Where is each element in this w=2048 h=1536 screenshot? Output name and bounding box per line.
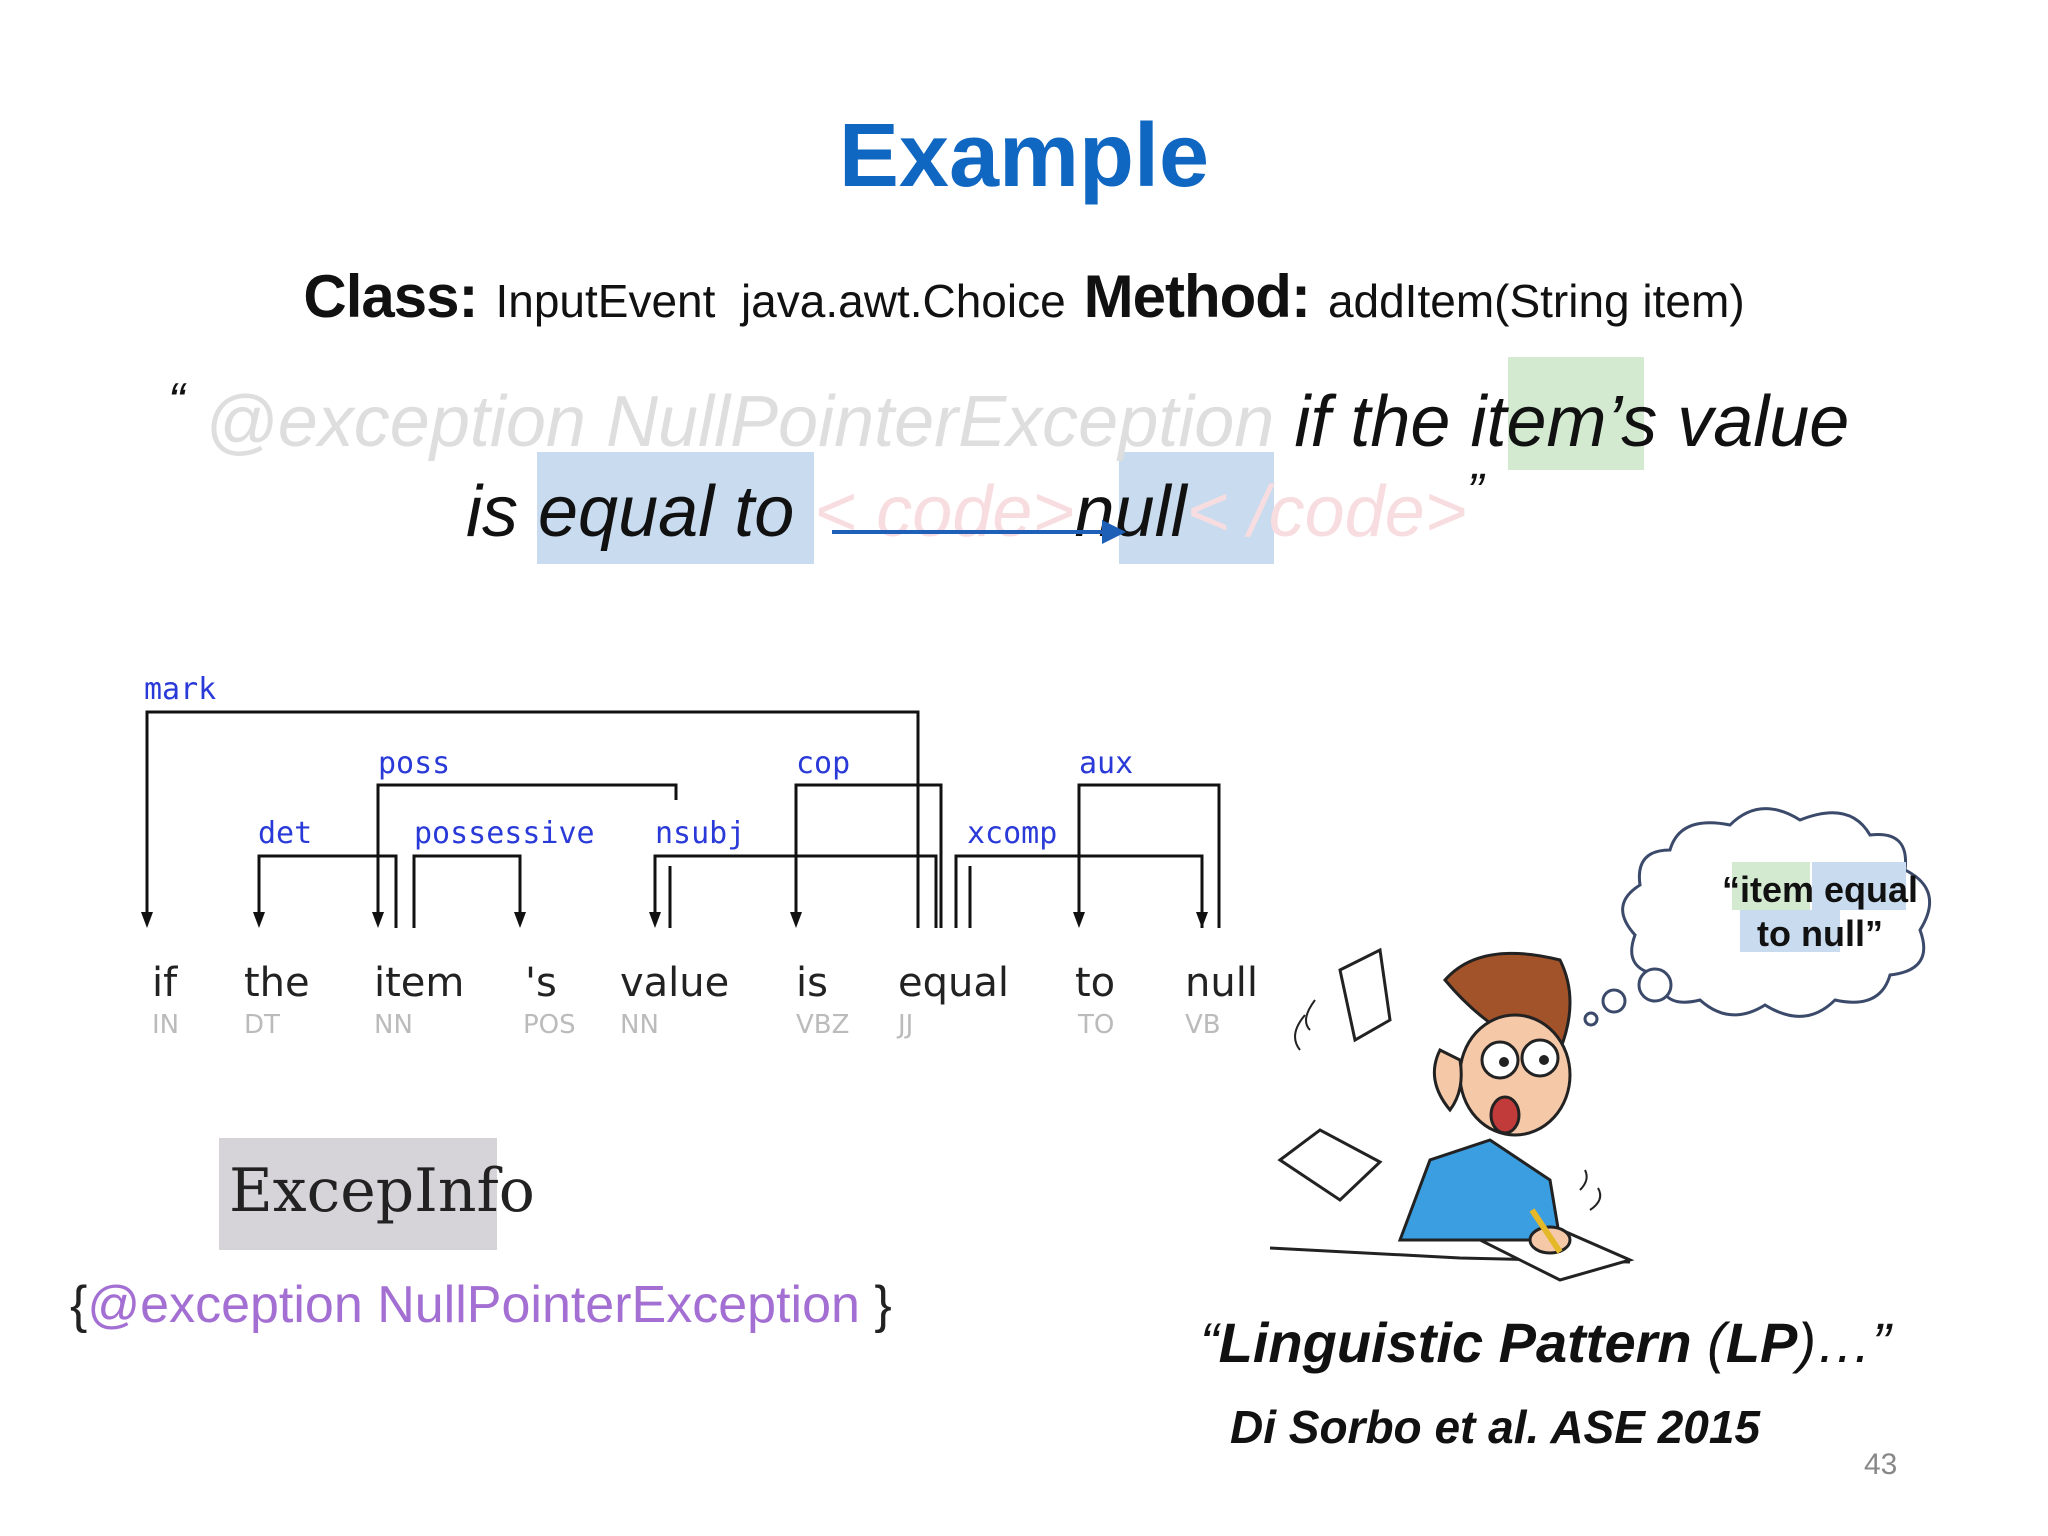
pattern-abbr-close: ) [1797, 1311, 1817, 1374]
text-item: item [1470, 382, 1607, 462]
parse-word: the [244, 960, 310, 1006]
text-is: is [466, 472, 518, 552]
parse-word: 's [525, 960, 557, 1006]
pos-tag: NN [374, 1010, 413, 1040]
method-label: Method: [1083, 263, 1311, 330]
thought-line-1: “item equal [1700, 868, 1940, 912]
brace-open: { [70, 1276, 88, 1334]
pos-tag: VBZ [796, 1010, 850, 1040]
relation-arrow [832, 520, 1126, 544]
parse-word: equal [898, 960, 1009, 1006]
close-quote: ” [1466, 463, 1484, 519]
pos-tag: DT [244, 1010, 280, 1040]
method-value: addItem(String item) [1327, 275, 1745, 327]
dependency-parse-diagram [141, 710, 1221, 928]
thought-line-2: to null” [1757, 913, 1883, 954]
class-method-line: Class: InputEvent java.awt.Choice Method: a… [0, 262, 2048, 331]
thought-bubble [1583, 807, 1932, 1027]
text-s-value: ’s value [1606, 382, 1850, 462]
highlight-equal-to [537, 452, 814, 564]
parse-word: value [620, 960, 730, 1006]
page-number: 43 [1864, 1448, 1898, 1481]
thinking-person-illustration [1269, 947, 1635, 1282]
pattern-open-quote: “ [1200, 1311, 1219, 1374]
pos-tag: JJ [898, 1010, 914, 1040]
pos-tag: IN [152, 1010, 180, 1040]
exceptinfo-label: ExcepInfo [229, 1156, 535, 1226]
parse-word: null [1185, 960, 1258, 1006]
text-if-the: if the [1294, 382, 1451, 462]
exception-tag-faded: @exception NullPointerException [204, 382, 1275, 462]
open-quote: “ [168, 373, 185, 429]
text-equal-to: equal to [538, 472, 795, 552]
relation-label: poss [378, 746, 451, 781]
class-label: Class: [303, 263, 478, 330]
relation-label: mark [144, 672, 217, 707]
parse-word: is [796, 960, 828, 1006]
relation-label: nsubj [655, 816, 746, 851]
relation-label: xcomp [967, 816, 1058, 851]
thought-bubble-text: “item equal to null” [1700, 868, 1940, 956]
parse-word: item [374, 960, 465, 1006]
relation-label: aux [1079, 746, 1134, 781]
highlight-item [1508, 357, 1644, 470]
pos-tag: NN [620, 1010, 659, 1040]
pos-tag: POS [523, 1010, 576, 1040]
citation: Di Sorbo et al. ASE 2015 [1230, 1401, 1761, 1453]
comment-line-1: “ @exception NullPointerException if the… [168, 372, 1849, 463]
brace-close: } [859, 1276, 892, 1334]
comment-line-2: is equal to < code>null< /code>” [466, 462, 1483, 553]
pattern-abbr-open: ( [1691, 1311, 1726, 1374]
thought-item: item [1739, 869, 1814, 910]
highlight-null [1119, 452, 1274, 564]
relation-label: possessive [414, 816, 595, 851]
text-null: null [1074, 472, 1187, 552]
pos-tag: VB [1185, 1010, 1221, 1040]
exception-tag: @exception NullPointerException [87, 1276, 860, 1334]
class-value: InputEvent java.awt.Choice [495, 275, 1066, 327]
pattern-abbr: LP [1725, 1311, 1798, 1374]
pos-tag: TO [1078, 1010, 1115, 1040]
pattern-ellipsis: …” [1816, 1311, 1891, 1374]
pattern-name: Linguistic Pattern [1218, 1311, 1692, 1374]
thought-open-quote: “ [1721, 869, 1740, 910]
code-open-faded: < code> [814, 472, 1075, 552]
relation-label: det [258, 816, 313, 851]
relation-label: cop [796, 746, 851, 781]
parse-word: if [152, 960, 178, 1006]
code-close-faded: < /code> [1186, 472, 1467, 552]
exceptinfo-box: ExcepInfo [219, 1138, 535, 1250]
parse-word: to [1075, 960, 1116, 1006]
exception-annotation: {@exception NullPointerException } [70, 1275, 892, 1335]
thought-equal: equal [1814, 869, 1919, 910]
pattern-caption: “Linguistic Pattern (LP)…” [1200, 1310, 1891, 1375]
slide-title: Example [838, 106, 1210, 206]
